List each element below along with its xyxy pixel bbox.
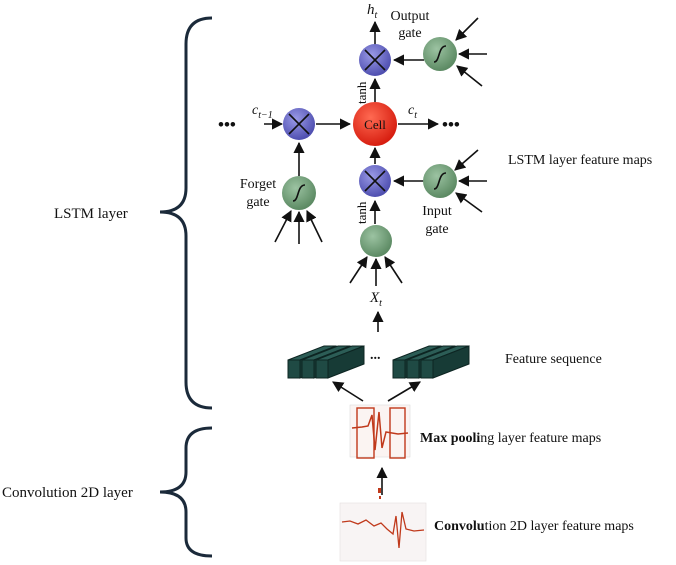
conv-brace [159, 426, 213, 558]
conv-label: Convolution 2D layer feature maps [434, 519, 634, 534]
sequence-dots: ... [370, 348, 381, 363]
conv-feature-map [339, 488, 427, 562]
connections [264, 17, 487, 495]
forget-multiply-node [283, 108, 315, 140]
feature-sequence-label: Feature sequence [505, 352, 602, 367]
lstm-feature-maps-label: LSTM layer feature maps [508, 153, 652, 168]
maxpool-label: Max pooling layer feature maps [420, 431, 601, 446]
forget-gate-label-line2: gate [246, 195, 269, 210]
dots-right: ••• [442, 115, 460, 134]
c-prev-symbol: ct−1 [252, 103, 273, 121]
lstm-brace [159, 16, 213, 410]
feature-block [315, 345, 365, 379]
output-gate-label-line1: Output [391, 9, 430, 24]
cell-label: Cell [364, 117, 386, 132]
tanh-top-label: tanh [354, 81, 369, 104]
ct-symbol: ct [408, 103, 417, 121]
lstm-layer-label: LSTM layer [54, 206, 128, 222]
input-gate-label-line1: Input [422, 204, 452, 219]
candidate-node [360, 225, 392, 257]
output-gate-label-line2: gate [398, 26, 421, 41]
input-multiply-node [359, 165, 391, 197]
cell-node: Cell [353, 102, 397, 146]
xt-symbol: Xt [369, 290, 382, 309]
ht-symbol: ht [367, 2, 378, 21]
input-gate-label-line2: gate [425, 222, 448, 237]
tanh-bottom-label: tanh [354, 201, 369, 224]
forget-gate-label-line1: Forget [240, 177, 276, 192]
forget-gate-sigmoid-node [282, 176, 316, 210]
conv-layer-label: Convolution 2D layer [2, 485, 133, 501]
input-gate-sigmoid-node [423, 164, 457, 198]
dots-left: ••• [218, 115, 236, 134]
feature-sequence [287, 345, 470, 379]
output-gate-sigmoid-node [423, 37, 457, 71]
output-multiply-node [359, 44, 391, 76]
maxpool-feature-map [349, 404, 411, 459]
feature-block [420, 345, 470, 379]
